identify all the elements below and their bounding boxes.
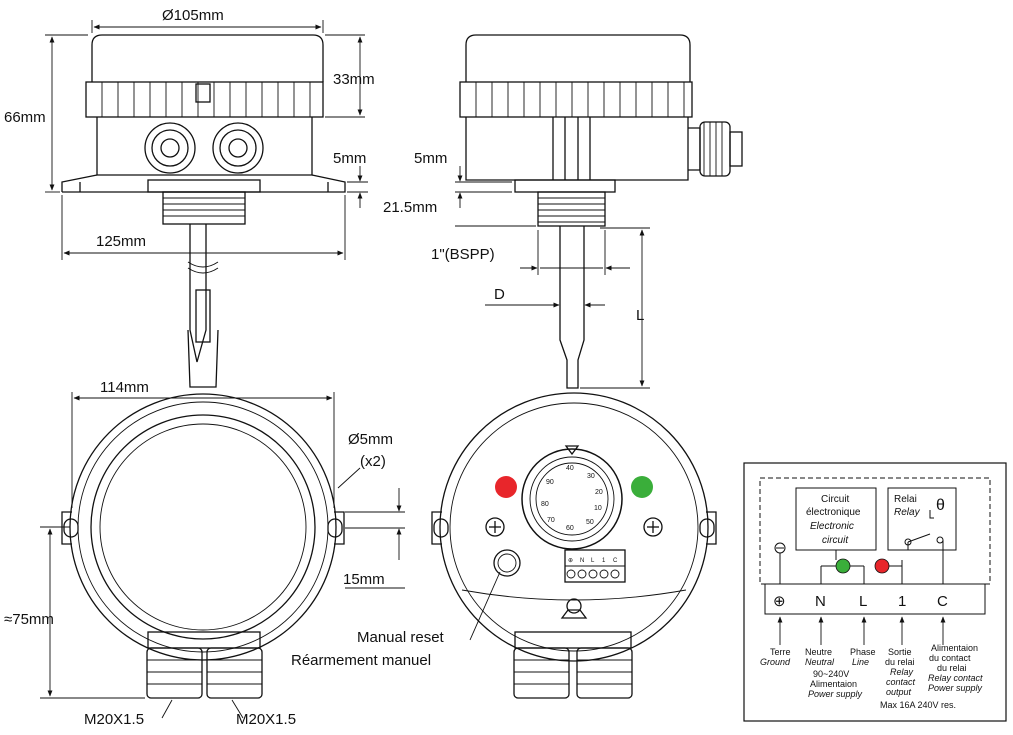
circuit-fr-2: électronique	[806, 507, 861, 518]
supply-en-1: Relay contact	[928, 673, 983, 683]
relay-en: Relay	[894, 507, 921, 518]
dim-probe-d: D	[494, 286, 505, 303]
ground-fr: Terre	[770, 647, 791, 657]
terminal-n: N	[815, 593, 826, 610]
dial-tick: 30	[587, 473, 595, 480]
voltage-range: 90~240V	[813, 669, 849, 679]
output-fr-2: du relai	[885, 657, 915, 667]
rating: Max 16A 240V res.	[880, 700, 956, 710]
front-panel-view	[431, 392, 717, 699]
dial-scale: 40 30 20 10 50 60 70 80 90	[541, 465, 603, 532]
dim-flange-left: 5mm	[333, 150, 366, 167]
output-en-1: Relay	[890, 667, 914, 677]
supply-fr-3: du relai	[937, 663, 967, 673]
red-indicator-symbol	[874, 558, 890, 574]
dim-flange-right: 5mm	[414, 150, 447, 167]
relay-fr: Relai	[894, 494, 917, 505]
alim-fr: Alimentaion	[810, 679, 857, 689]
reset-label-en: Manual reset	[357, 629, 445, 646]
ground-en: Ground	[760, 657, 791, 667]
dial-tick: 20	[595, 489, 603, 496]
dial-tick: 10	[594, 505, 602, 512]
neutral-en: Neutral	[805, 657, 835, 667]
phase-en: Line	[852, 657, 869, 667]
supply-en-2: Power supply	[928, 683, 983, 693]
supply-fr-1: Alimentaion	[931, 643, 978, 653]
circuit-fr-1: Circuit	[821, 494, 850, 505]
strip-label: C	[613, 558, 618, 564]
dim-width-front: 114mm	[100, 379, 149, 396]
neutral-fr: Neutre	[805, 647, 832, 657]
dim-probe-l: L	[636, 307, 644, 324]
terminal-c: C	[937, 593, 948, 610]
dim-gland-left: M20X1.5	[84, 711, 144, 728]
terminal-1: 1	[898, 593, 906, 610]
phase-fr: Phase	[850, 647, 876, 657]
reset-label-fr: Réarmement manuel	[291, 652, 431, 669]
circuit-en-1: Electronic	[810, 521, 854, 532]
dial-tick: 90	[546, 479, 554, 486]
wiring-diagram	[743, 462, 1007, 722]
strip-label: N	[580, 558, 584, 564]
dial-tick: 50	[586, 519, 594, 526]
output-fr-1: Sortie	[888, 647, 912, 657]
dial-tick: 60	[566, 525, 574, 532]
supply-fr-2: du contact	[929, 653, 971, 663]
strip-label: L	[591, 558, 595, 564]
dim-thread-length: 21.5mm	[383, 199, 437, 216]
side-view-left	[61, 34, 346, 388]
green-led-indicator	[631, 476, 653, 498]
side-view-left-dimensions	[45, 20, 368, 260]
red-led-indicator	[495, 476, 517, 498]
dial-tick: 70	[547, 517, 555, 524]
dim-height-front: ≈75mm	[4, 611, 54, 628]
strip-label: 1	[602, 558, 606, 564]
dim-hole: Ø5mm	[348, 431, 393, 448]
terminal-ground: ⊕	[773, 593, 786, 610]
side-view-right	[459, 34, 743, 389]
terminal-l: L	[859, 593, 867, 610]
strip-label: ⊕	[568, 558, 573, 564]
dim-gland-right: M20X1.5	[236, 711, 296, 728]
output-en-3: output	[886, 687, 912, 697]
dim-diameter: Ø105mm	[162, 7, 224, 24]
dim-height-cap: 33mm	[333, 71, 375, 88]
side-view-right-dimensions	[455, 166, 650, 389]
top-view-dimensions	[40, 392, 405, 719]
dim-hole-count: (x2)	[360, 453, 386, 470]
dim-hole-offset: 15mm	[343, 571, 385, 588]
alim-en: Power supply	[808, 689, 863, 699]
dim-width-base: 125mm	[96, 233, 146, 250]
theta-symbol: θ	[936, 497, 945, 514]
green-indicator-symbol	[835, 558, 851, 574]
dim-height-total: 66mm	[4, 109, 46, 126]
output-en-2: contact	[886, 677, 916, 687]
dial-tick: 40	[566, 465, 574, 472]
dim-thread: 1"(BSPP)	[431, 246, 495, 263]
circuit-en-2: circuit	[822, 535, 849, 546]
terminal-strip-labels: ⊕ N L 1 C	[568, 558, 618, 564]
dial-tick: 80	[541, 501, 549, 508]
